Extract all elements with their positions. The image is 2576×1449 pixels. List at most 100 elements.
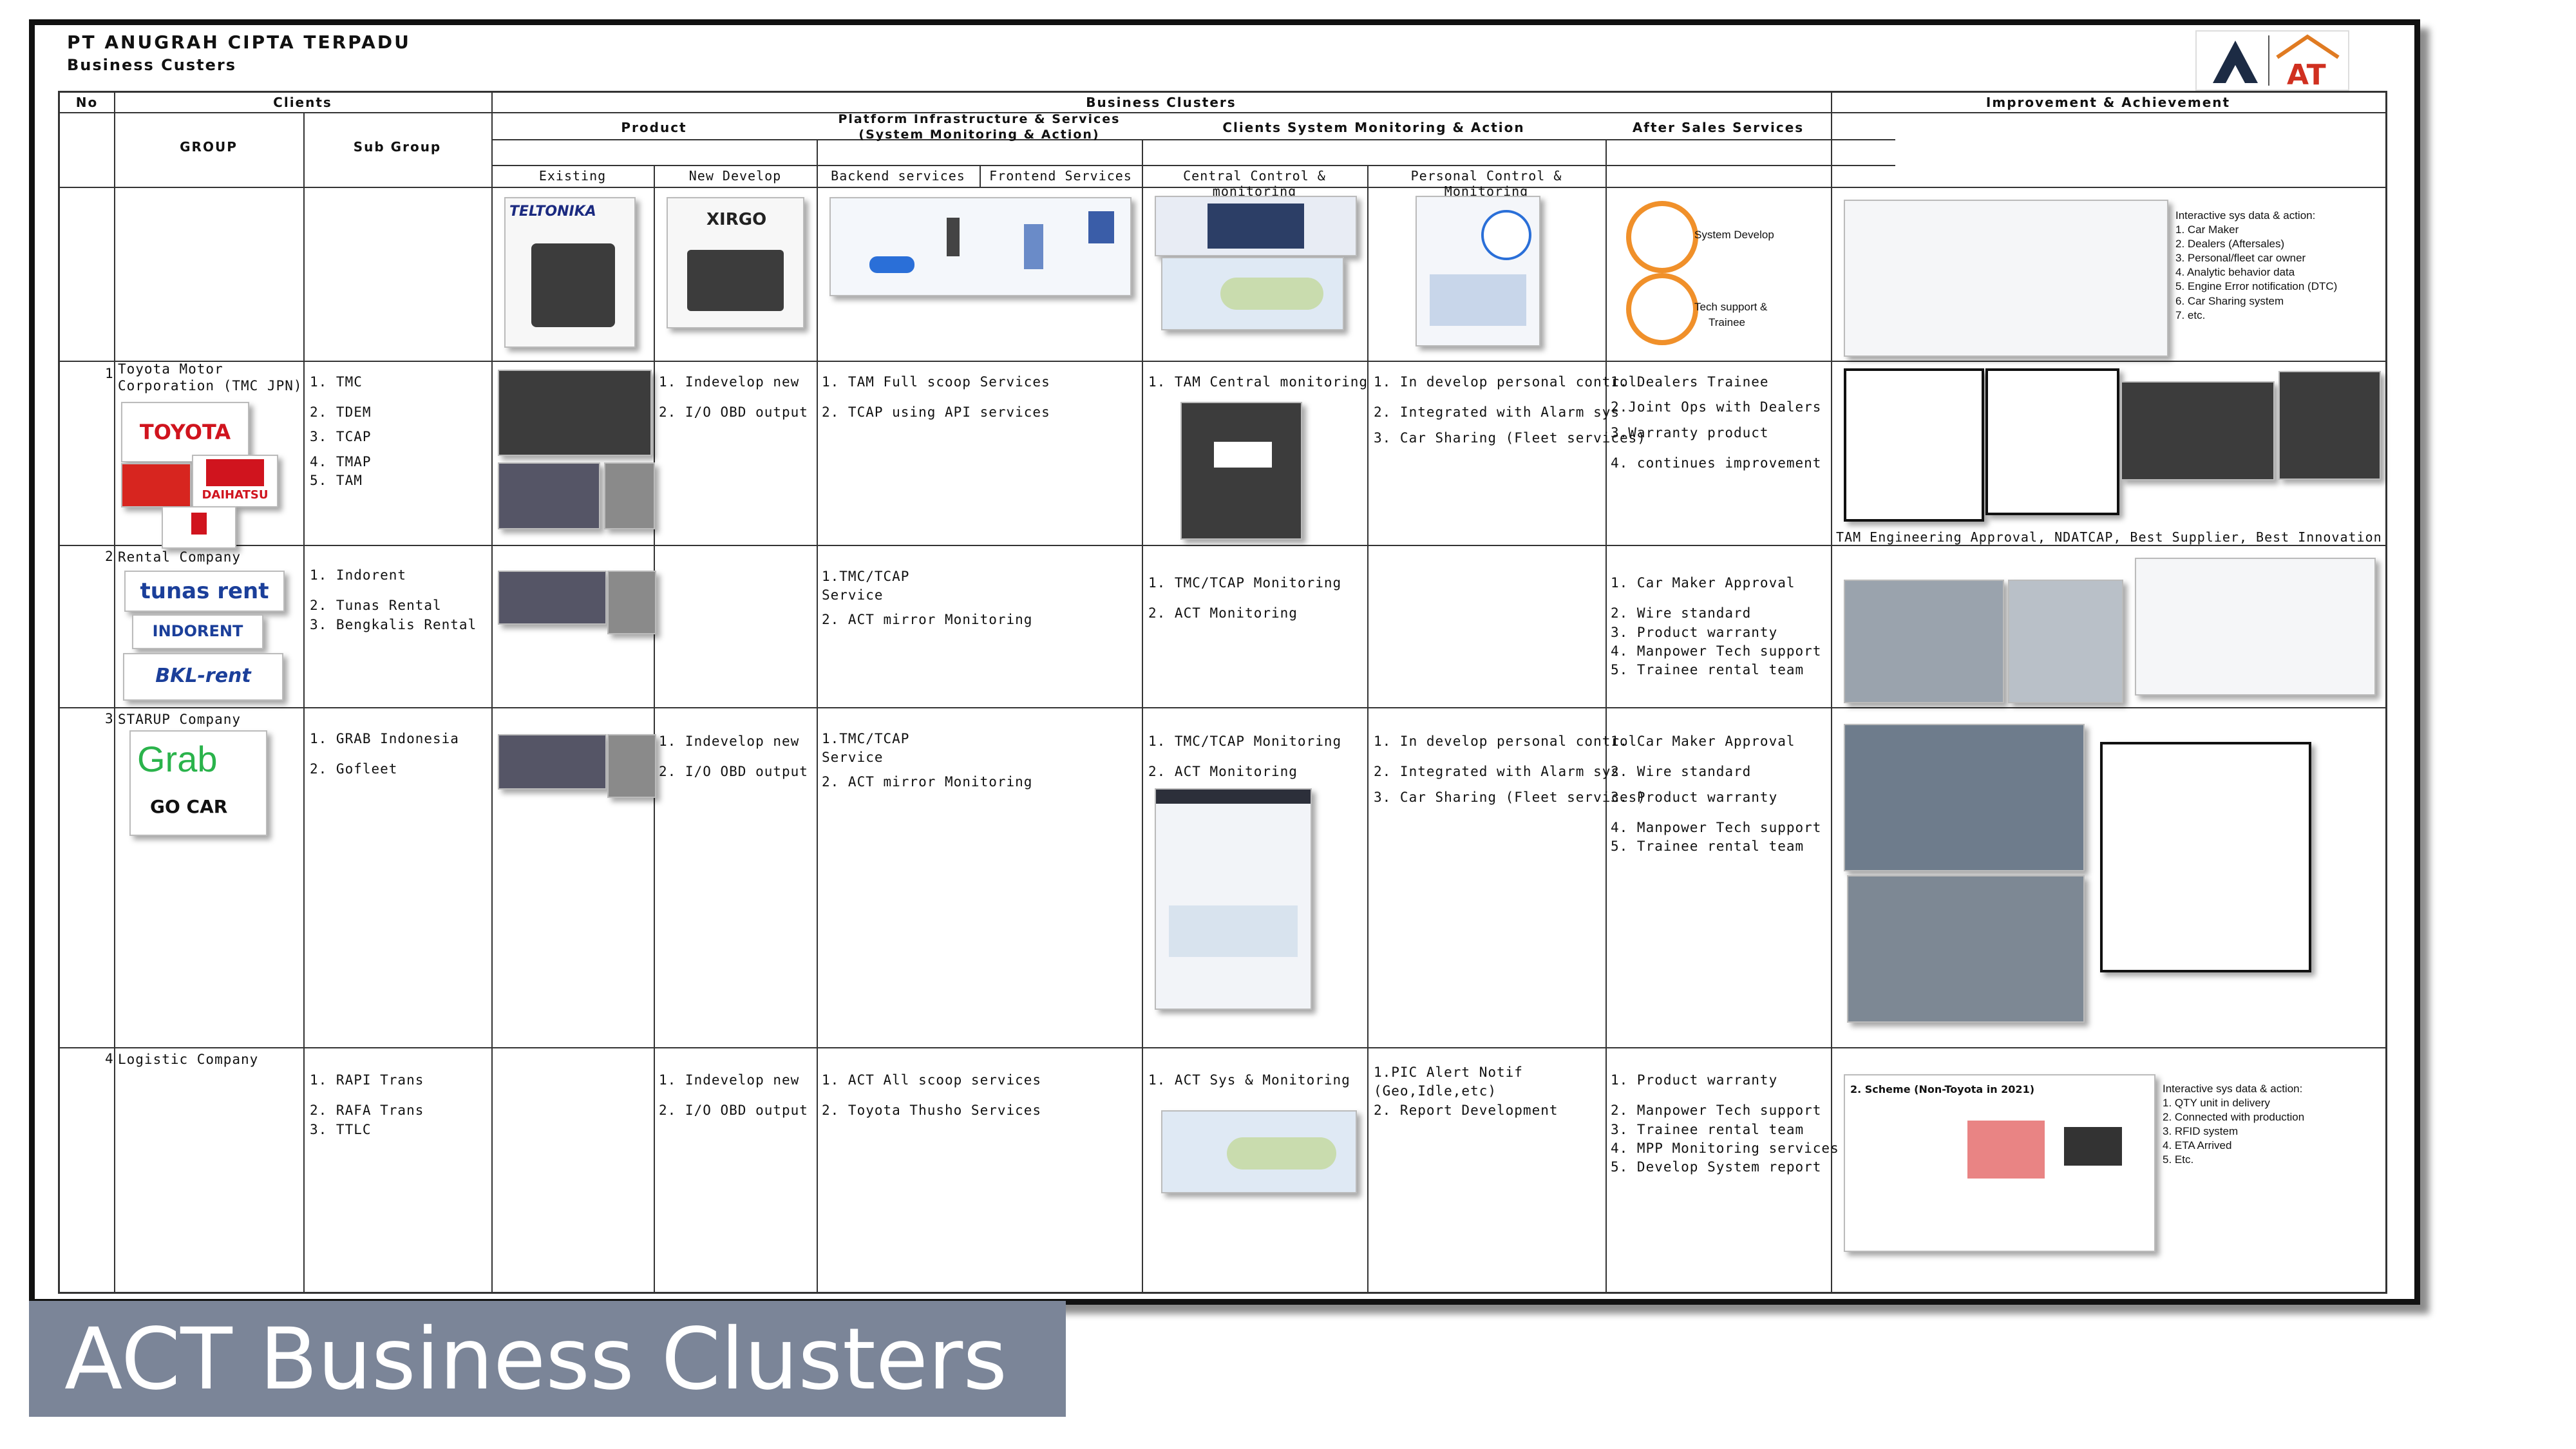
logo-triangle-icon: AT	[2213, 34, 2340, 91]
col-new-develop: New Develop	[688, 168, 782, 184]
central-list: 1. TAM Central monitoring	[1148, 374, 1368, 390]
teltonika-device-image: TELTONIKA	[504, 197, 636, 348]
trophy-image	[2278, 371, 2381, 480]
group-name: Rental Company	[118, 549, 242, 565]
grab-approval-letter	[2100, 742, 2311, 972]
col-group: GROUP	[180, 139, 238, 155]
col-personal: Personal Control & Monitoring	[1410, 168, 1562, 199]
toyota-subsidiary-logo	[162, 506, 236, 549]
col-business-clusters: Business Clusters	[1086, 95, 1236, 110]
tam-monitoring-screen	[1180, 402, 1302, 540]
group-name: STARUP Company	[118, 712, 242, 727]
logo-text: AT	[2287, 59, 2326, 90]
central-map-image	[1161, 257, 1344, 330]
col-platform-sub: (System Monitoring & Action)	[858, 128, 1100, 142]
scheme-title: 2. Scheme (Non-Toyota in 2021)	[1850, 1083, 2035, 1095]
col-central: Central Control & monitoring	[1183, 168, 1326, 199]
col-clients: Clients	[273, 95, 332, 110]
grab-team-photo	[1847, 875, 2085, 1023]
slide-frame: PT ANUGRAH CIPTA TERPADU Business Custer…	[29, 19, 2420, 1305]
col-existing: Existing	[538, 168, 607, 184]
wiring-harness-image	[498, 734, 607, 790]
row-number: 2	[105, 549, 113, 564]
logistic-improvement-notes: Interactive sys data & action:1. QTY uni…	[2163, 1083, 2305, 1166]
xirgo-device-image: XIRGO	[667, 197, 804, 328]
teltonika-brand: TELTONIKA	[509, 204, 596, 220]
col-after-sales: After Sales Services	[1632, 120, 1804, 135]
toyota-logo: TOYOTA	[121, 402, 249, 462]
tunas-rent-logo: tunas rent	[124, 571, 285, 612]
company-name: PT ANUGRAH CIPTA TERPADU	[67, 32, 411, 53]
row-number: 3	[105, 711, 113, 726]
improvement-notes: Interactive sys data & action:1. Car Mak…	[2175, 209, 2338, 321]
central-list: 1. ACT Sys & Monitoring	[1148, 1072, 1350, 1088]
logistic-scheme-diagram: 2. Scheme (Non-Toyota in 2021)	[1844, 1074, 2155, 1252]
wiring-harness-image	[498, 462, 600, 529]
tech-support-label: Tech support &	[1694, 301, 1768, 313]
col-sub-group: Sub Group	[353, 139, 442, 155]
slide-title: ACT Business Clusters	[64, 1310, 1008, 1409]
page-subtitle: Business Custers	[67, 56, 237, 74]
clusters-table: No Clients GROUP Sub Group Business Clus…	[58, 91, 2387, 1294]
col-platform: Platform Infrastructure & Services	[838, 112, 1121, 126]
xirgo-brand: XIRGO	[706, 210, 767, 229]
col-client-monitoring: Clients System Monitoring & Action	[1222, 120, 1525, 135]
slide-title-banner: ACT Business Clusters	[29, 1301, 1066, 1417]
grab-dashboard-screenshot	[1155, 788, 1312, 1010]
logistic-map-image	[1161, 1110, 1357, 1193]
system-develop-icon	[1626, 201, 1698, 273]
rental-car-photo	[2008, 580, 2123, 703]
award-letter-image	[1985, 368, 2119, 515]
col-improvement: Improvement & Achievement	[1985, 95, 2231, 110]
monitoring-dashboard-image	[1155, 196, 1357, 256]
toyota-astra-logo	[121, 463, 191, 507]
achievement-caption: TAM Engineering Approval, NDATCAP, Best …	[1836, 529, 2382, 545]
tech-support-icon	[1626, 273, 1698, 345]
personal-app-image	[1416, 196, 1540, 346]
group-name: Logistic Company	[118, 1052, 259, 1067]
system-develop-label: System Develop	[1694, 229, 1774, 241]
col-product: Product	[621, 120, 687, 135]
row-number: 1	[105, 366, 113, 381]
infrastructure-diagram-image	[1844, 200, 2168, 357]
obd-device-image	[607, 571, 656, 634]
wiring-harness-image	[498, 571, 607, 625]
certificate-image	[1844, 368, 1984, 522]
grab-gocar-logo: Grab GO CAR	[129, 730, 267, 836]
col-backend: Backend services	[831, 168, 965, 184]
obd-device-image	[607, 734, 656, 798]
car-interior-image	[498, 370, 652, 456]
award-plaque-image	[2121, 381, 2275, 480]
col-frontend: Frontend Services	[989, 168, 1132, 184]
bkl-rent-logo: BKL-rent	[123, 653, 283, 701]
row-number: 4	[105, 1051, 113, 1066]
company-logo: AT	[2195, 30, 2349, 91]
installation-photo	[1844, 580, 2004, 703]
col-no: No	[75, 95, 99, 110]
wiring-standard-document	[2135, 558, 2376, 696]
trainee-label: Trainee	[1709, 316, 1746, 328]
grab-installation-photo	[1844, 724, 2085, 871]
obd-device-image	[604, 462, 655, 529]
daihatsu-logo: DAIHATSU	[192, 455, 278, 507]
personal-list: 1.PIC Alert Notif(Geo,Idle,etc)2. Report…	[1374, 1065, 1558, 1118]
